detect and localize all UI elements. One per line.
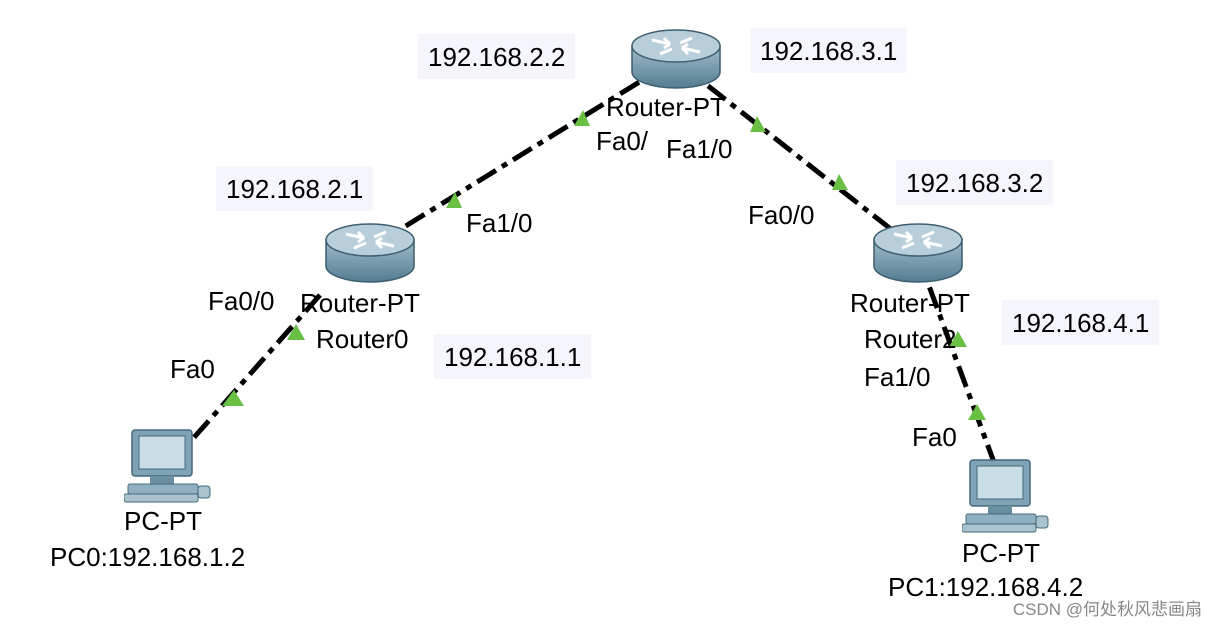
link-top-router2: [673, 58, 917, 250]
interface-label: Fa1/0: [864, 362, 931, 392]
link-router0-top: [368, 57, 677, 251]
interface-label: Fa0: [170, 354, 215, 384]
pc1-icon[interactable]: [962, 458, 1052, 538]
link-status-icon: [446, 192, 462, 208]
interface-label: Fa0/: [596, 126, 649, 156]
interface-label: Fa1/0: [666, 134, 733, 164]
router2-name-label: Router2: [864, 324, 957, 354]
ip-note[interactable]: 192.168.2.2: [418, 34, 576, 79]
ip-note[interactable]: 192.168.4.1: [1002, 300, 1160, 345]
link-status-icon: [287, 324, 305, 340]
link-status-icon: [750, 116, 766, 132]
link-status-icon: [832, 174, 848, 190]
pc1-type-label: PC-PT: [962, 538, 1040, 568]
link-status-icon: [968, 404, 986, 420]
pc0-icon[interactable]: [124, 428, 214, 508]
pc0-name-label: PC0:192.168.1.2: [50, 542, 246, 572]
router0-type-label: Router-PT: [300, 288, 420, 318]
interface-label: Fa0/0: [748, 200, 815, 230]
ip-note[interactable]: 192.168.3.2: [896, 160, 1054, 205]
ip-note[interactable]: 192.168.1.1: [434, 334, 592, 379]
router0-name-label: Router0: [316, 324, 409, 354]
link-router0-pc0: [188, 293, 322, 444]
router0-icon[interactable]: [324, 222, 416, 286]
link-status-icon: [949, 331, 967, 347]
watermark: CSDN @何处秋风悲画扇: [1012, 600, 1202, 619]
interface-label: Fa0: [912, 422, 957, 452]
pc0-type-label: PC-PT: [124, 506, 202, 536]
ip-note[interactable]: 192.168.3.1: [750, 28, 908, 73]
router2-type-label: Router-PT: [850, 288, 970, 318]
link-status-icon: [574, 110, 590, 126]
link-router2-pc1: [912, 247, 998, 466]
router-top-type-label: Router-PT: [606, 92, 726, 122]
link-status-icon: [222, 390, 244, 406]
interface-label: Fa0/0: [208, 286, 275, 316]
interface-label: Fa1/0: [466, 208, 533, 238]
router-top-icon[interactable]: [630, 28, 722, 92]
router2-icon[interactable]: [872, 222, 964, 286]
ip-note[interactable]: 192.168.2.1: [216, 166, 374, 211]
pc1-name-label: PC1:192.168.4.2: [888, 572, 1084, 602]
